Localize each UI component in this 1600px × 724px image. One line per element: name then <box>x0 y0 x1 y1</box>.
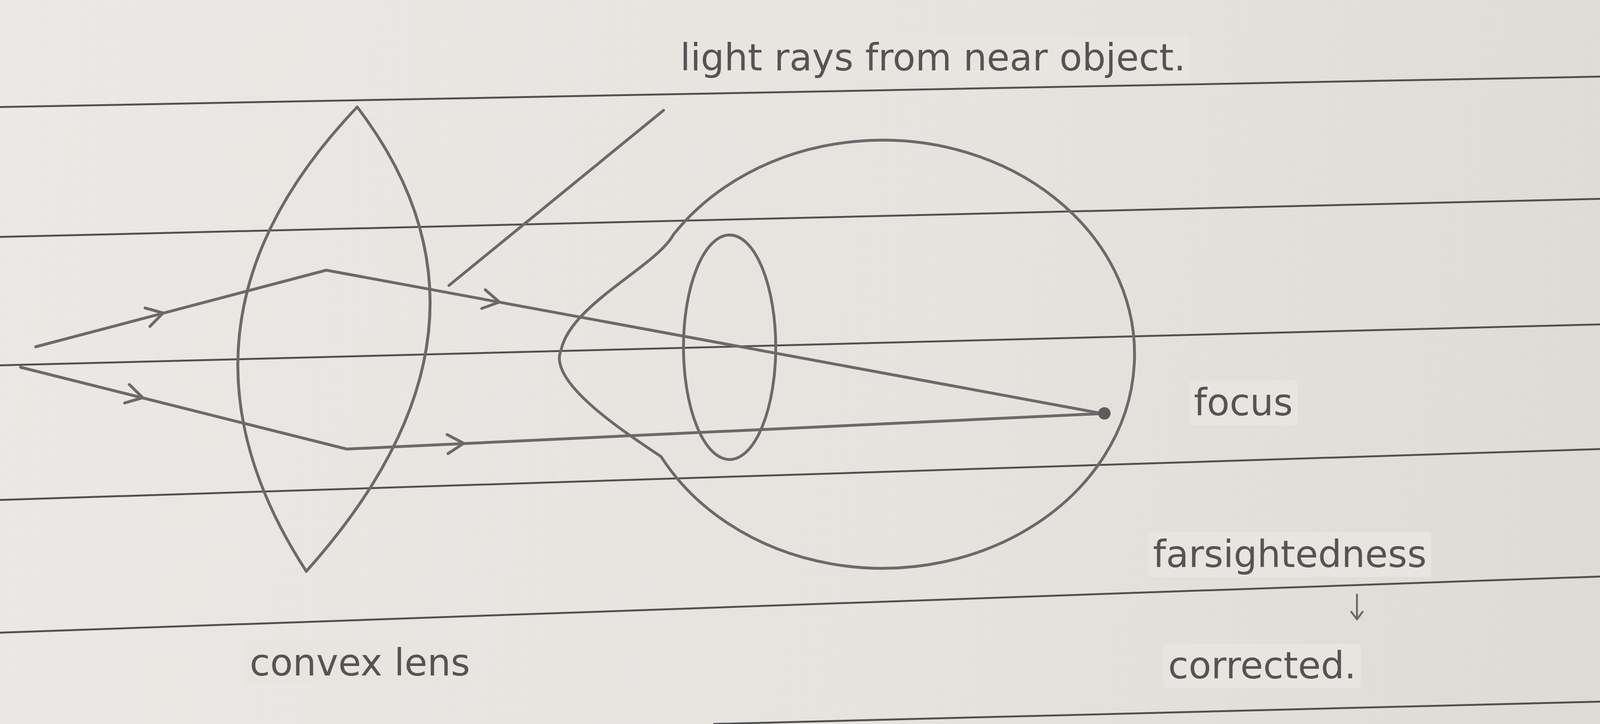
eyeball-outline <box>559 140 1135 569</box>
ray-arrowhead <box>447 433 465 454</box>
leader-line <box>448 110 664 286</box>
small-arrowhead <box>1351 611 1363 620</box>
convex-lens-outline <box>306 107 430 572</box>
condition-label: farsightedness <box>1148 532 1432 577</box>
light-ray <box>20 367 1107 449</box>
ray-arrowhead <box>481 289 502 312</box>
ray-arrowhead <box>145 303 166 327</box>
structure-label: focus <box>1189 380 1298 426</box>
ruled-line <box>0 448 1600 500</box>
small-arrow <box>1356 594 1358 619</box>
ray-arrowhead <box>124 384 146 407</box>
convex-lens-outline <box>237 107 358 572</box>
ruled-line <box>0 76 1600 108</box>
condition-label: corrected. <box>1163 643 1361 689</box>
ruled-line <box>713 701 1600 724</box>
eye-lens <box>683 234 776 460</box>
part-label: convex lens <box>244 640 476 686</box>
light-ray <box>35 270 1102 414</box>
ruled-lines <box>0 76 1600 724</box>
focus-point <box>1098 407 1111 420</box>
ruled-line <box>0 198 1600 237</box>
ruled-line <box>0 576 1600 633</box>
annotation-label: light rays from near object. <box>675 35 1191 81</box>
